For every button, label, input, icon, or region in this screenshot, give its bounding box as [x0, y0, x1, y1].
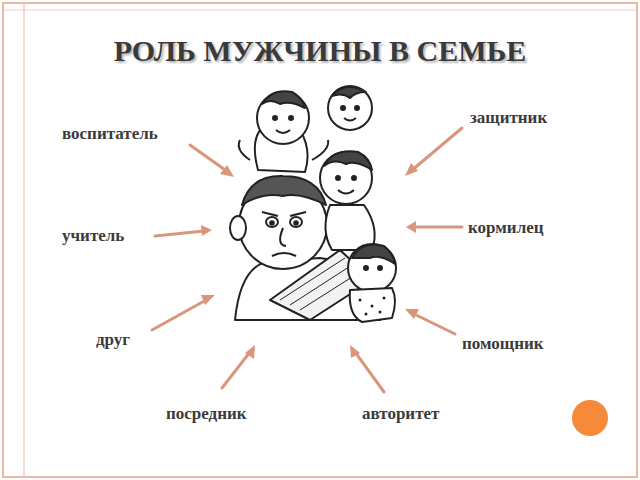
role-label: кормилец	[468, 218, 544, 238]
role-label: воспитатель	[62, 124, 158, 144]
role-label: друг	[96, 330, 130, 350]
family-illustration	[230, 86, 396, 322]
leader-arrows	[152, 128, 462, 392]
role-label: посредник	[166, 404, 247, 424]
frame-line	[23, 3, 25, 477]
role-label: авторитет	[362, 404, 439, 424]
role-label: учитель	[62, 226, 124, 246]
role-label: защитник	[470, 108, 547, 128]
orange-dot	[572, 400, 608, 436]
slide-frame	[3, 3, 637, 477]
frame-line	[3, 10, 637, 11]
role-label: помощник	[462, 334, 544, 354]
slide-title: РОЛЬ МУЖЧИНЫ В СЕМЬЕ	[0, 34, 640, 68]
